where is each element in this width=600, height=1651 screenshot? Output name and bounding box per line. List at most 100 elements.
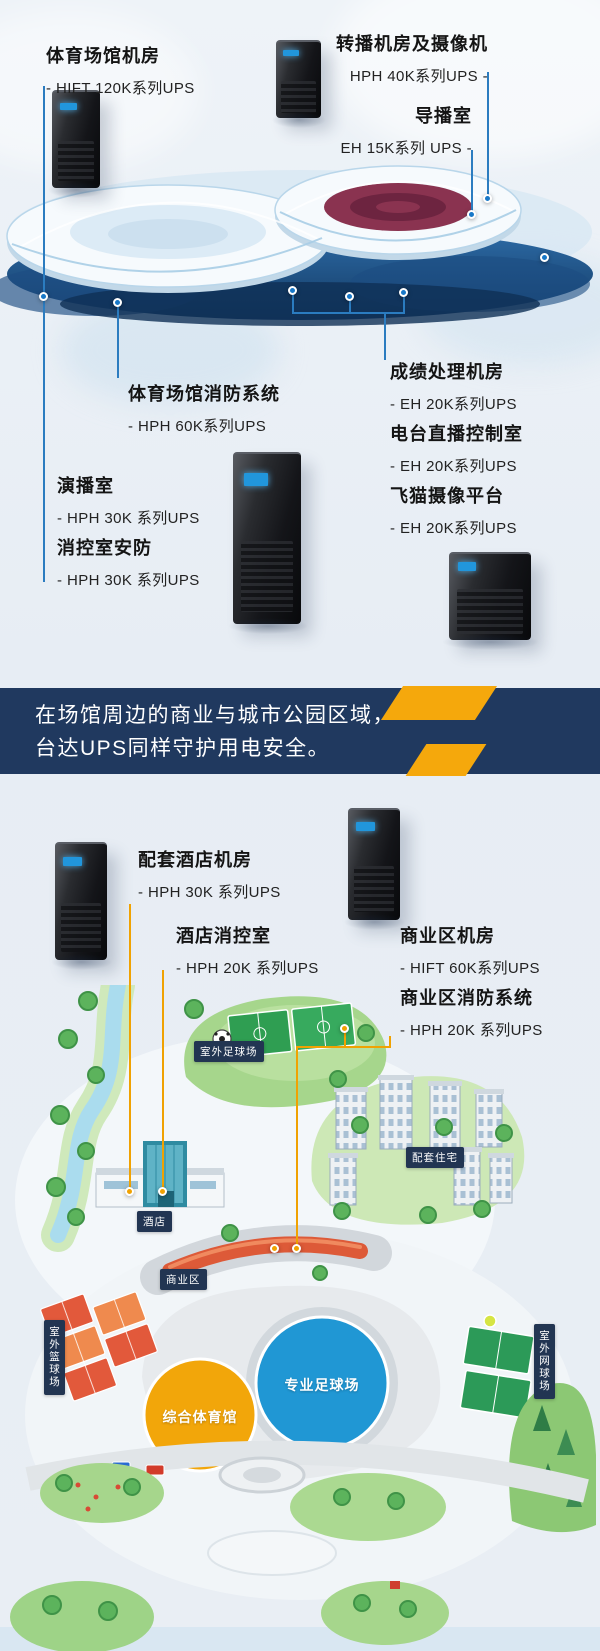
apartment-building bbox=[452, 1147, 482, 1206]
callout-detail: - HIFT 120K系列UPS bbox=[46, 80, 195, 97]
apartment-building bbox=[488, 1153, 514, 1204]
ups-vents bbox=[354, 866, 394, 913]
callout-detail: - EH 20K系列UPS bbox=[390, 396, 517, 413]
callout-title: 成绩处理机房 bbox=[390, 362, 504, 382]
callout-detail: EH 15K系列 UPS - bbox=[340, 140, 472, 157]
callout-hotel-room: 配套酒店机房 - HPH 30K 系列UPS bbox=[138, 846, 281, 902]
connector-line bbox=[43, 86, 45, 294]
ups-display-screen bbox=[356, 822, 376, 831]
connector-line bbox=[471, 150, 473, 212]
ups-display-screen bbox=[63, 856, 83, 867]
banner: 在场馆周边的商业与城市公园区域， 台达UPS同样守护用电安全。 bbox=[0, 686, 600, 776]
callout-title: 配套酒店机房 bbox=[138, 850, 252, 870]
callout-detail: - HPH 30K 系列UPS bbox=[57, 572, 200, 589]
commercial-badge: 商业区 bbox=[160, 1269, 207, 1290]
callout-title: 体育场馆消防系统 bbox=[128, 384, 280, 404]
callout-radio-control: 电台直播控制室 - EH 20K系列UPS bbox=[390, 420, 523, 476]
callout-title: 商业区机房 bbox=[400, 926, 495, 946]
callout-title: 商业区消防系统 bbox=[400, 988, 533, 1008]
ups-vents bbox=[241, 540, 293, 613]
banner-orange-stripe bbox=[405, 744, 487, 776]
callout-detail: - HPH 20K 系列UPS bbox=[400, 1022, 543, 1039]
pond bbox=[207, 1530, 337, 1576]
plaza bbox=[142, 1285, 441, 1480]
outdoor-basketball-badge: 室外篮球场 bbox=[44, 1320, 65, 1395]
marker-dot bbox=[467, 210, 476, 219]
callout-title: 导播室 bbox=[415, 106, 472, 126]
marker-dot bbox=[340, 1024, 349, 1033]
connector-line bbox=[292, 312, 405, 314]
callout-title: 酒店消控室 bbox=[176, 926, 271, 946]
pro-football-stadium-label: 专业足球场 bbox=[284, 1377, 360, 1393]
park-map-illustration bbox=[0, 985, 600, 1651]
marker-dot bbox=[288, 286, 297, 295]
connector-line bbox=[384, 314, 386, 360]
residences-badge: 配套住宅 bbox=[406, 1147, 464, 1168]
hotel-badge: 酒店 bbox=[137, 1211, 172, 1232]
marker-dot bbox=[39, 292, 48, 301]
ups-tower-studio bbox=[227, 452, 308, 634]
callout-broadcast-room: 转播机房及摄像机 HPH 40K系列UPS - bbox=[336, 30, 488, 86]
connector-line bbox=[487, 72, 489, 196]
callout-detail: - HPH 30K 系列UPS bbox=[57, 510, 200, 527]
callout-detail: - EH 20K系列UPS bbox=[390, 520, 517, 537]
callout-detail: - HPH 20K 系列UPS bbox=[176, 960, 319, 977]
river bbox=[50, 985, 126, 1243]
callout-title: 电台直播控制室 bbox=[390, 424, 523, 444]
callout-director-room: 导播室 EH 15K系列 UPS - bbox=[341, 102, 472, 158]
outdoor-football-badge: 室外足球场 bbox=[194, 1041, 264, 1062]
callout-title: 体育场馆机房 bbox=[46, 46, 160, 66]
marker-dot bbox=[125, 1187, 134, 1196]
callout-studio: 演播室 - HPH 30K 系列UPS bbox=[57, 472, 200, 528]
commercial-strip bbox=[140, 1225, 392, 1295]
banner-line-2: 台达UPS同样守护用电安全。 bbox=[35, 737, 331, 760]
marker-dot bbox=[292, 1244, 301, 1253]
ups-tower-venue bbox=[48, 90, 105, 198]
gymnasium-label: 综合体育馆 bbox=[162, 1409, 238, 1425]
banner-orange-stripe bbox=[380, 686, 498, 720]
callout-venue-room: 体育场馆机房 - HIFT 120K系列UPS bbox=[46, 42, 195, 98]
connector-line bbox=[349, 300, 351, 314]
connector-line bbox=[296, 1046, 391, 1048]
outdoor-tennis-badge: 室外网球场 bbox=[534, 1324, 555, 1399]
ups-display-screen bbox=[283, 50, 300, 57]
ups-display-screen bbox=[458, 561, 477, 572]
marker-dot bbox=[540, 253, 549, 262]
connector-line bbox=[162, 970, 164, 1188]
callout-title: 消控室安防 bbox=[57, 538, 152, 558]
connector-line bbox=[296, 1048, 298, 1246]
connector-line bbox=[403, 295, 405, 314]
apartment-building bbox=[378, 1075, 414, 1150]
connector-line bbox=[129, 904, 131, 1188]
marker-dot bbox=[113, 298, 122, 307]
callout-title: 演播室 bbox=[57, 476, 114, 496]
tennis-courts bbox=[459, 1325, 535, 1419]
callout-detail: HPH 40K系列UPS - bbox=[349, 68, 488, 85]
bottom-hills bbox=[10, 1463, 449, 1651]
callout-detail: - EH 20K系列UPS bbox=[390, 458, 517, 475]
background-cloud bbox=[0, 10, 200, 170]
callout-detail: - HPH 60K系列UPS bbox=[128, 418, 267, 435]
connector-line bbox=[344, 1032, 346, 1048]
marker-dot bbox=[345, 292, 354, 301]
callout-commercial-room: 商业区机房 - HIFT 60K系列UPS bbox=[400, 922, 540, 978]
callout-hotel-fire: 酒店消控室 - HPH 20K 系列UPS bbox=[176, 922, 319, 978]
trees bbox=[42, 991, 513, 1621]
callout-commercial-fire: 商业区消防系统 - HPH 20K 系列UPS bbox=[400, 984, 543, 1040]
apartment-building bbox=[328, 1153, 358, 1206]
connector-line bbox=[389, 1036, 391, 1048]
callout-score-room: 成绩处理机房 - EH 20K系列UPS bbox=[390, 358, 517, 414]
callout-flycam: 飞猫摄像平台 - EH 20K系列UPS bbox=[390, 482, 517, 538]
ups-tower-hotel bbox=[50, 842, 113, 970]
ups-vents bbox=[281, 80, 316, 113]
callout-venue-fire: 体育场馆消防系统 - HPH 60K系列UPS bbox=[128, 380, 280, 436]
callout-title: 转播机房及摄像机 bbox=[336, 34, 488, 54]
stadium-right-ring bbox=[274, 165, 522, 260]
car-red bbox=[145, 1464, 165, 1476]
marker-dot bbox=[158, 1187, 167, 1196]
callout-title: 飞猫摄像平台 bbox=[390, 486, 504, 506]
callout-detail: - HPH 30K 系列UPS bbox=[138, 884, 281, 901]
tennis-ball-icon bbox=[483, 1314, 497, 1328]
ups-vents bbox=[457, 589, 523, 634]
ups-vents bbox=[57, 140, 95, 182]
